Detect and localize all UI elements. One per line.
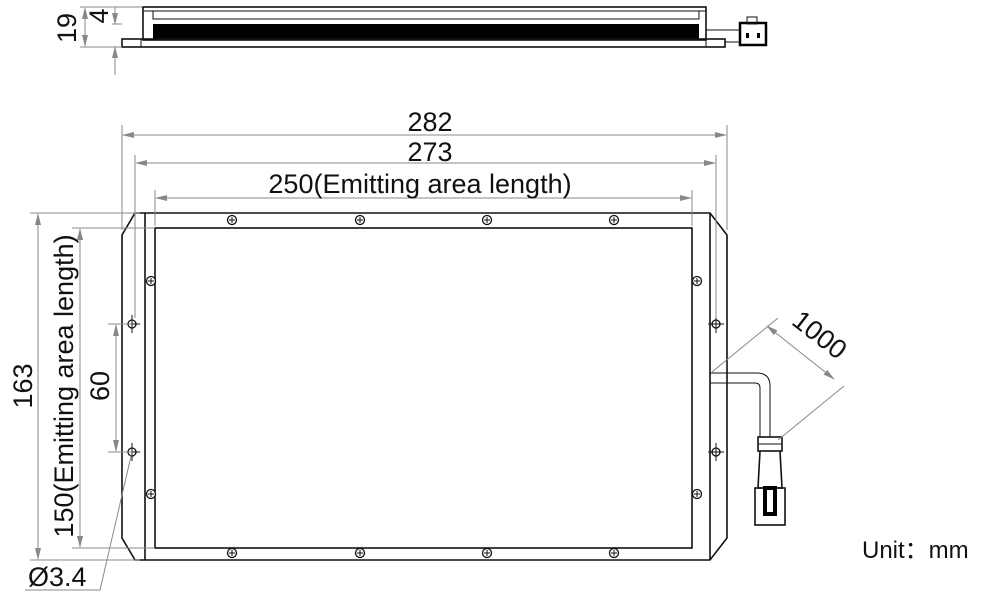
- connector-icon: [738, 16, 768, 47]
- height-163-label: 163: [8, 363, 38, 408]
- screw-icon: [145, 488, 157, 500]
- screw-icon: [226, 214, 238, 226]
- side-step-label: 4: [84, 8, 114, 23]
- screw-icon: [226, 547, 238, 559]
- hole-diameter-label: Ø3.4: [28, 562, 87, 592]
- unit-label: Unit：mm: [862, 537, 969, 564]
- side-height-label: 19: [52, 13, 82, 43]
- cable: [710, 372, 786, 526]
- side-view: 19 4: [52, 6, 768, 75]
- screw-icon: [481, 547, 493, 559]
- hole-spacing-label: 60: [85, 371, 115, 401]
- mount-hole-icon: [708, 443, 724, 461]
- screw-icon: [608, 547, 620, 559]
- front-view: 282 273 250(Emitting area length) 163 15…: [8, 107, 852, 592]
- cable-length-label: 1000: [787, 305, 853, 366]
- screw-icon: [691, 275, 703, 287]
- screw-icon: [145, 275, 157, 287]
- mount-hole-icon: [708, 315, 724, 333]
- screws: [145, 214, 703, 559]
- screw-icon: [354, 214, 366, 226]
- screw-icon: [354, 547, 366, 559]
- emitting-length-label: 250(Emitting area length): [268, 169, 571, 199]
- width-273-label: 273: [407, 137, 452, 167]
- screw-icon: [691, 488, 703, 500]
- cable-connector-icon: [754, 436, 786, 526]
- mount-holes: [124, 315, 724, 461]
- screw-icon: [608, 214, 620, 226]
- emitting-area: [154, 227, 693, 549]
- width-282-label: 282: [407, 107, 452, 137]
- screw-icon: [481, 214, 493, 226]
- emitting-height-label: 150(Emitting area length): [49, 234, 79, 537]
